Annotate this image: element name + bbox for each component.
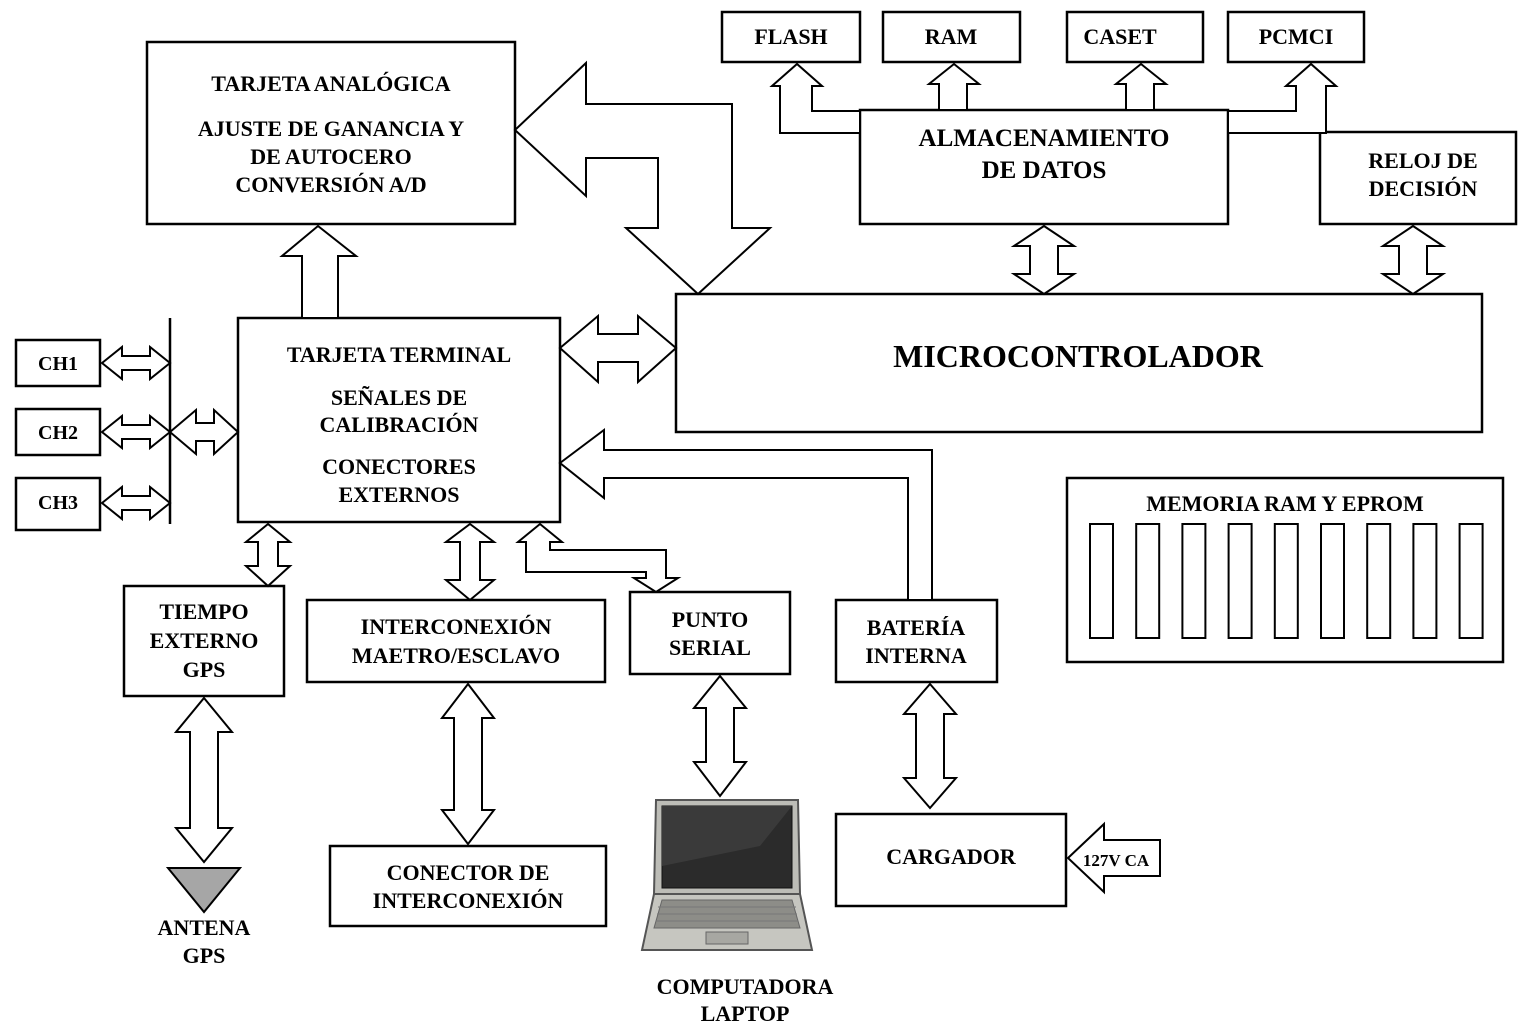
battery-to-terminal-arrow xyxy=(558,428,933,601)
storage-line1: ALMACENAMIENTO xyxy=(919,125,1170,152)
memory-chip-slot xyxy=(1135,523,1161,639)
clock-block: RELOJ DE DECISIÓN xyxy=(1318,130,1518,226)
ch3-block: CH3 xyxy=(14,476,102,532)
antenna-line1: ANTENA xyxy=(158,915,251,940)
storage-line2: DE DATOS xyxy=(982,157,1107,184)
laptop-line1: COMPUTADORA xyxy=(657,974,834,999)
clock-line1: RELOJ DE xyxy=(1368,148,1477,173)
battery-block: BATERÍA INTERNA xyxy=(834,598,999,684)
clock-line2: DECISIÓN xyxy=(1369,176,1478,201)
antenna-line2: GPS xyxy=(183,943,226,968)
pcmci-label: PCMCI xyxy=(1259,24,1334,49)
charger-label: CARGADOR xyxy=(886,844,1017,869)
analog-card-title: TARJETA ANALÓGICA xyxy=(211,71,451,96)
memory-chip-slot xyxy=(1273,523,1299,639)
storage-to-pcmci-arrow xyxy=(1227,62,1339,134)
terminal-card-line2: CALIBRACIÓN xyxy=(320,412,479,437)
battery-line2: INTERNA xyxy=(865,643,967,668)
ch2-label: CH2 xyxy=(38,422,78,444)
memory-chip-slot xyxy=(1366,523,1392,639)
connector-block: CONECTOR DE INTERCONEXIÓN xyxy=(328,844,608,928)
battery-charger-arrow xyxy=(901,682,959,810)
memory-chip-slot xyxy=(1412,523,1438,639)
gps-antenna-arrow xyxy=(173,696,235,864)
battery-line1: BATERÍA xyxy=(867,615,966,640)
interconnect-connector-arrow xyxy=(439,682,497,846)
interconnect-block: INTERCONEXIÓN MAETRO/ESCLAVO xyxy=(305,598,607,684)
laptop-icon xyxy=(640,799,814,951)
gps-time-line1: TIEMPO xyxy=(159,599,248,624)
caset-label: CASET xyxy=(1083,24,1157,49)
flash-block: FLASH xyxy=(720,10,862,64)
analog-card-line3: CONVERSIÓN A/D xyxy=(235,172,426,197)
flash-label: FLASH xyxy=(754,24,827,49)
storage-to-caset-arrow xyxy=(1113,62,1169,111)
analog-card-line1: AJUSTE DE GANANCIA Y xyxy=(198,116,464,141)
microcontroller-label: MICROCONTROLADOR xyxy=(893,338,1264,374)
memory-chip-slot xyxy=(1181,523,1207,639)
serial-laptop-arrow xyxy=(691,674,749,798)
analog-card-block: TARJETA ANALÓGICA AJUSTE DE GANANCIA Y D… xyxy=(145,40,517,226)
serial-line1: PUNTO xyxy=(672,607,749,632)
serial-block: PUNTO SERIAL xyxy=(628,590,792,676)
memory-chips xyxy=(1089,523,1484,639)
terminal-interconnect-arrow xyxy=(443,522,497,602)
antenna-gps: ANTENA GPS xyxy=(158,867,251,968)
ch3-bus-arrow xyxy=(100,484,172,522)
ch3-label: CH3 xyxy=(38,492,78,514)
storage-micro-arrow xyxy=(1010,224,1078,296)
memory-title: MEMORIA RAM Y EPROM xyxy=(1146,491,1424,516)
connector-line2: INTERCONEXIÓN xyxy=(373,888,564,913)
terminal-serial-arrow xyxy=(515,522,682,594)
analog-card-line2: DE AUTOCERO xyxy=(250,144,412,169)
bus-terminal-arrow xyxy=(168,407,240,457)
connector-line1: CONECTOR DE xyxy=(387,860,550,885)
ch2-bus-arrow xyxy=(100,413,172,451)
microcontroller-block: MICROCONTROLADOR xyxy=(674,292,1484,434)
memory-chip-slot xyxy=(1458,523,1484,639)
caset-block: CASET xyxy=(1065,10,1205,64)
terminal-gps-arrow xyxy=(243,522,293,588)
gps-time-line2: EXTERNO xyxy=(150,628,259,653)
ram-block: RAM xyxy=(881,10,1022,64)
memory-chip-slot xyxy=(1227,523,1253,639)
ch1-bus-arrow xyxy=(100,344,172,382)
ch2-block: CH2 xyxy=(14,407,102,457)
terminal-card-title: TARJETA TERMINAL xyxy=(287,342,511,367)
memory-block: MEMORIA RAM Y EPROM xyxy=(1065,476,1505,664)
ram-label: RAM xyxy=(925,24,978,49)
storage-to-flash-arrow xyxy=(769,62,861,134)
antenna-icon xyxy=(165,867,243,914)
terminal-card-line1: SEÑALES DE xyxy=(331,385,467,410)
terminal-micro-arrow xyxy=(558,313,678,385)
ch1-block: CH1 xyxy=(14,338,102,388)
interconnect-line1: INTERCONEXIÓN xyxy=(361,614,552,639)
serial-line2: SERIAL xyxy=(669,635,751,660)
interconnect-line2: MAETRO/ESCLAVO xyxy=(352,643,560,668)
charger-block: CARGADOR xyxy=(834,812,1068,908)
ch1-label: CH1 xyxy=(38,353,78,375)
clock-micro-arrow xyxy=(1379,224,1447,296)
storage-to-ram-arrow xyxy=(926,62,982,111)
terminal-card-line4: EXTERNOS xyxy=(338,482,459,507)
pcmci-block: PCMCI xyxy=(1226,10,1366,64)
gps-time-block: TIEMPO EXTERNO GPS xyxy=(122,584,286,698)
storage-block: ALMACENAMIENTO DE DATOS xyxy=(858,108,1230,226)
laptop-illustration: COMPUTADORA LAPTOP xyxy=(640,799,834,1026)
memory-chip-slot xyxy=(1320,523,1345,639)
laptop-line2: LAPTOP xyxy=(701,1001,790,1026)
memory-chip-slot xyxy=(1089,523,1114,639)
power-input-arrow xyxy=(1066,821,1161,895)
terminal-card-block: TARJETA TERMINAL SEÑALES DE CALIBRACIÓN … xyxy=(236,316,562,524)
power-input-label: 127V CA xyxy=(1083,851,1150,870)
gps-time-line3: GPS xyxy=(183,657,226,682)
analog-micro-arrow xyxy=(513,60,773,296)
power-input: 127V CA xyxy=(1066,821,1161,895)
terminal-to-analog-arrow xyxy=(279,224,359,319)
terminal-card-line3: CONECTORES xyxy=(322,454,476,479)
